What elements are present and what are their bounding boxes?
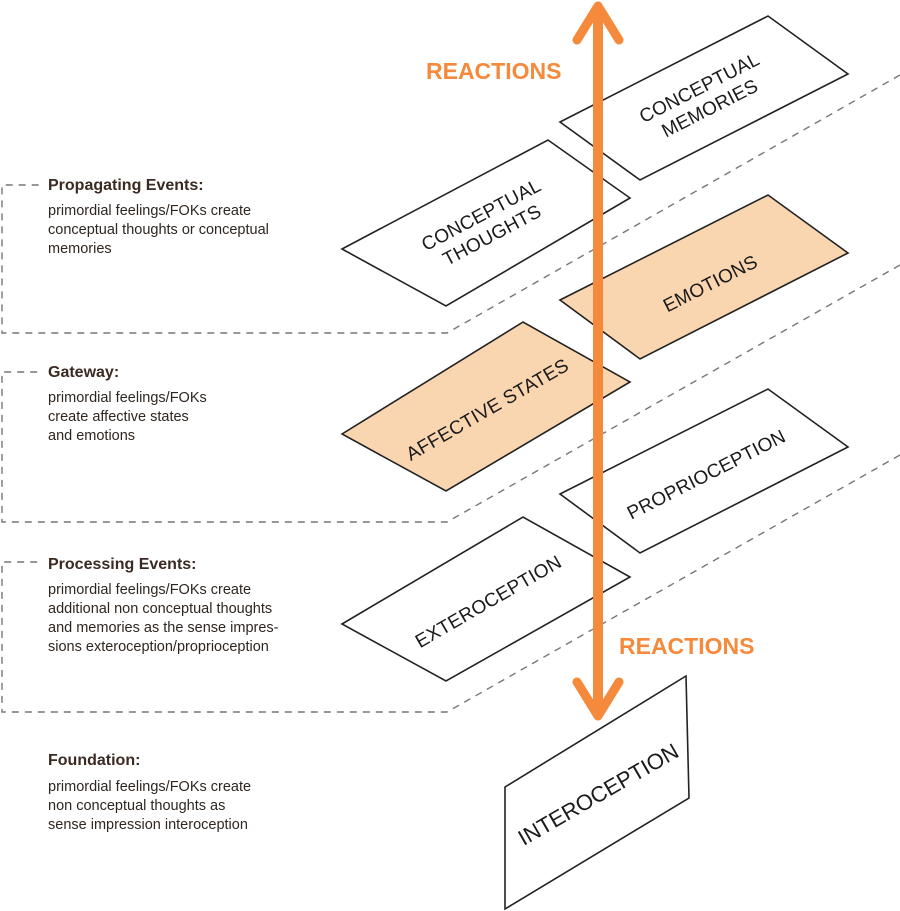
plane-conceptual-memories <box>558 15 850 181</box>
section-gateway-title: Gateway: <box>48 364 119 381</box>
plane-emotions <box>558 194 850 360</box>
section-foundation-line: primordial feelings/FOKs create <box>48 779 251 795</box>
section-foundation: Foundation: primordial feelings/FOKs cre… <box>48 752 251 833</box>
section-propagating-title: Propagating Events: <box>48 177 204 194</box>
section-processing-line: and memories as the sense impres- <box>48 620 279 636</box>
reactions-label-top: REACTIONS <box>426 58 561 84</box>
section-gateway-line: create affective states <box>48 409 189 425</box>
arrow-head-up <box>572 1 624 45</box>
plane-affective-states <box>340 321 632 492</box>
section-gateway-line: and emotions <box>48 428 135 444</box>
dashed-brackets <box>1 74 900 713</box>
plane-interoception <box>504 674 690 911</box>
bracket-processing <box>1 454 900 713</box>
section-processing-events: Processing Events: primordial feelings/F… <box>48 556 279 655</box>
section-propagating-events: Propagating Events: primordial feelings/… <box>48 177 269 257</box>
section-processing-line: primordial feelings/FOKs create <box>48 582 251 598</box>
bracket-gateway <box>1 264 900 523</box>
reactions-label-bottom: REACTIONS <box>619 633 754 659</box>
section-propagating-line: memories <box>48 241 112 257</box>
section-gateway-line: primordial feelings/FOKs <box>48 390 207 406</box>
section-foundation-line: sense impression interoception <box>48 817 248 833</box>
reactions-arrow <box>572 1 624 721</box>
section-foundation-title: Foundation: <box>48 752 140 769</box>
arrow-shaft <box>593 12 603 712</box>
section-foundation-line: non conceptual thoughts as <box>48 798 225 814</box>
bracket-propagating <box>1 74 900 334</box>
arrow-head-down <box>572 677 624 721</box>
plane-exteroception <box>340 516 632 682</box>
section-processing-line: sions exteroception/proprioception <box>48 639 269 655</box>
plane-proprioception <box>558 388 850 554</box>
section-propagating-line: primordial feelings/FOKs create <box>48 203 251 219</box>
section-propagating-line: conceptual thoughts or conceptual <box>48 222 269 238</box>
section-processing-line: additional non conceptual thoughts <box>48 601 272 617</box>
section-gateway: Gateway: primordial feelings/FOKs create… <box>48 364 207 444</box>
section-processing-title: Processing Events: <box>48 556 197 573</box>
plane-conceptual-thoughts <box>340 139 632 307</box>
